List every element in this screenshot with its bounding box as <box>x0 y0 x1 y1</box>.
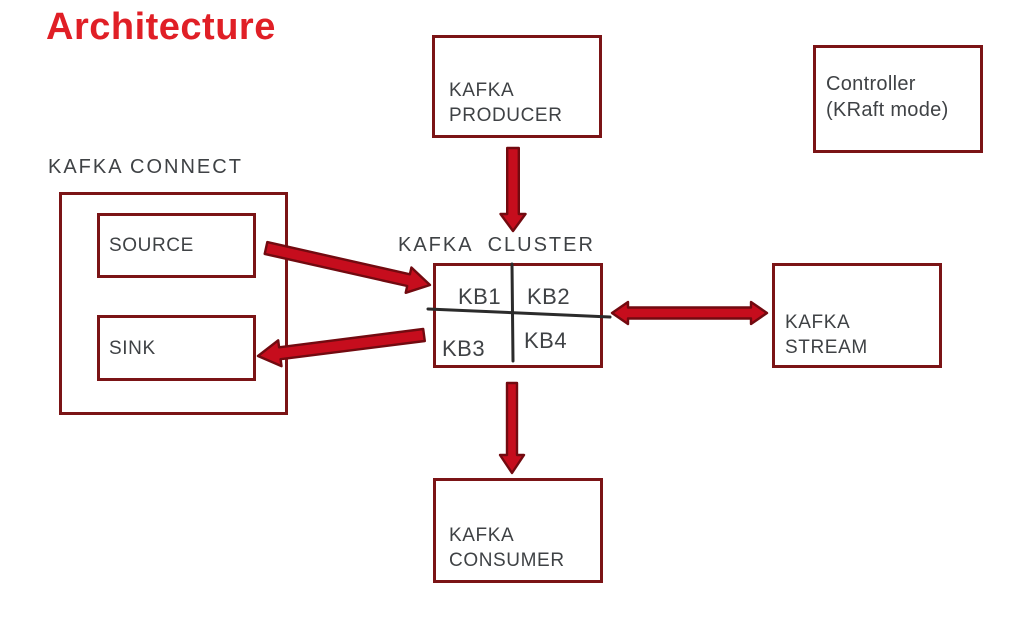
kafka-cluster-label: KAFKA CLUSTER <box>398 234 595 256</box>
source-node: SOURCE <box>97 213 256 278</box>
kafka-stream-node: KAFKA STREAM <box>772 263 942 368</box>
kafka-stream-label-line1: KAFKA <box>785 312 851 333</box>
controller-label-line1: Controller <box>826 73 916 95</box>
kafka-producer-node: KAFKA PRODUCER <box>432 35 602 138</box>
cluster-partition-kb1: KB1 <box>458 284 502 309</box>
kafka-connect-group-box <box>59 192 288 415</box>
kafka-consumer-label-line2: CONSUMER <box>449 550 565 571</box>
arrow-cluster-to-consumer <box>498 381 526 475</box>
sink-node-label: SINK <box>109 337 156 359</box>
arrow-cluster-to-stream <box>610 300 769 326</box>
controller-node: Controller (KRaft mode) <box>813 45 983 153</box>
kafka-stream-label-line2: STREAM <box>785 337 868 358</box>
cluster-partition-kb4: KB4 <box>524 328 568 353</box>
slide-title: Architecture <box>46 6 276 48</box>
kafka-producer-label-line1: KAFKA <box>449 80 515 101</box>
cluster-partition-kb3: KB3 <box>442 336 486 361</box>
controller-label-line2: (KRaft mode) <box>826 99 949 121</box>
kafka-producer-label-line2: PRODUCER <box>449 105 563 126</box>
sink-node: SINK <box>97 315 256 381</box>
kafka-consumer-label-line1: KAFKA <box>449 525 515 546</box>
source-node-label: SOURCE <box>109 235 194 256</box>
arrow-producer-to-cluster <box>499 146 527 233</box>
cluster-partition-kb2: KB2 <box>527 284 571 309</box>
kafka-consumer-node: KAFKA CONSUMER <box>433 478 603 583</box>
kafka-connect-label: KAFKA CONNECT <box>48 156 243 178</box>
